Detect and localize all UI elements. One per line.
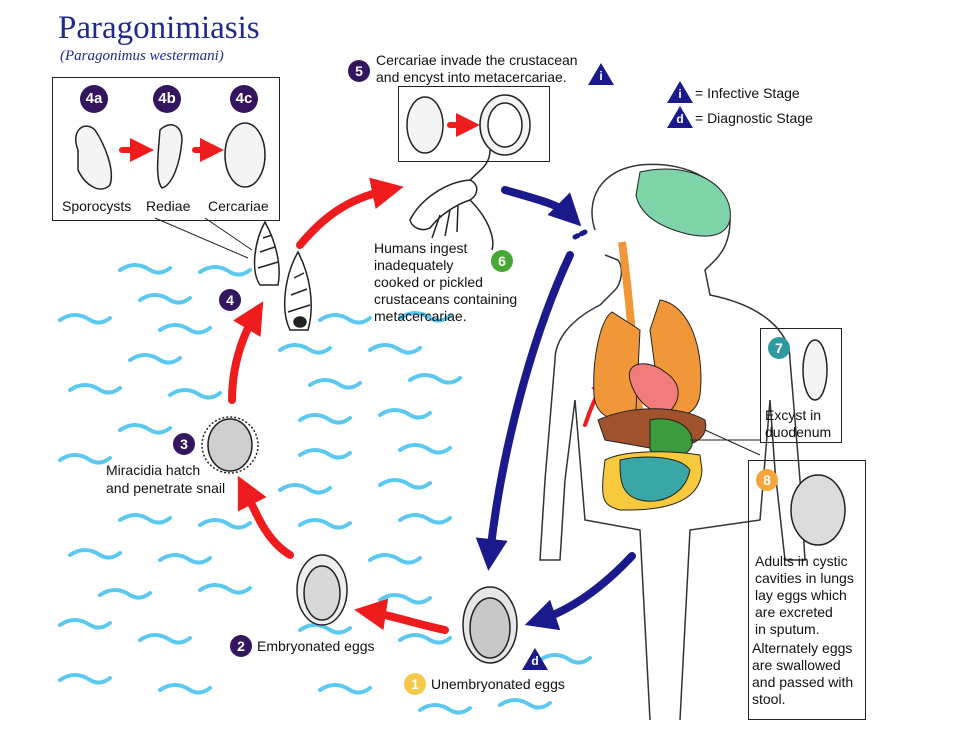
rediae-label: Rediae bbox=[146, 198, 191, 214]
stage-5-badge: 5 bbox=[348, 60, 370, 82]
stage-4b-badge: 4b bbox=[153, 85, 181, 113]
diagnostic-stage-icon-1-label: d bbox=[531, 654, 539, 668]
organs bbox=[593, 168, 731, 511]
diagnostic-stage-icon-1 bbox=[522, 648, 548, 670]
stage-8-line-3: lay eggs which bbox=[755, 587, 847, 603]
human-body bbox=[539, 163, 806, 721]
stage-7-line-1: Excyst in bbox=[765, 407, 822, 423]
stage-6-line-4: crustaceans containing bbox=[374, 291, 518, 307]
stage-7-box bbox=[760, 328, 842, 443]
stage-8-line-8: and passed with bbox=[752, 674, 854, 690]
snail-illustrations bbox=[253, 220, 312, 331]
legend-diagnostic-text: = Diagnostic Stage bbox=[695, 110, 813, 126]
stage-8-line-1: Adults in cystic bbox=[755, 553, 848, 569]
metacercariae-illustrations bbox=[406, 94, 531, 156]
infective-stage-icon-5-label: i bbox=[599, 69, 603, 83]
stage-6-line-3: cooked or pickled bbox=[374, 274, 483, 290]
stage-4c-badge: 4c bbox=[230, 85, 258, 113]
stage-6-line-1: Humans ingest bbox=[374, 240, 468, 256]
stage-3-line-2: and penetrate snail bbox=[106, 480, 226, 496]
cercariae-label: Cercariae bbox=[208, 198, 269, 214]
adult-fluke-illustrations bbox=[790, 339, 846, 546]
connector-lines bbox=[154, 217, 761, 456]
stage-2-label: Embryonated eggs bbox=[257, 638, 375, 654]
stage-4a-badge: 4a bbox=[80, 85, 108, 113]
stage-4-badge: 4 bbox=[219, 289, 241, 311]
stage-1-label: Unembryonated eggs bbox=[431, 676, 565, 692]
stage-7-line-2: duodenum bbox=[765, 424, 832, 440]
diagram-subtitle: (Paragonimus westermani) bbox=[60, 48, 224, 64]
stage-8-line-4: are excreted bbox=[755, 604, 833, 620]
arrow-stool-to-1 bbox=[524, 552, 636, 631]
stage-8-line-5: in sputum. bbox=[755, 621, 820, 637]
stage-2-badge: 2 bbox=[230, 635, 252, 657]
infective-stage-icon-5 bbox=[588, 63, 614, 85]
stage-5-line-1: Cercariae invade the crustacean bbox=[376, 52, 578, 68]
stage-6-line-2: inadequately bbox=[374, 257, 454, 273]
arrow-3-to-4 bbox=[228, 301, 264, 404]
stage-4-detail-box bbox=[52, 77, 280, 221]
stage-8-line-9: stool. bbox=[752, 691, 786, 707]
stage-5-detail-box bbox=[398, 86, 550, 162]
legend-diagnostic-icon bbox=[667, 106, 693, 128]
stage-1-badge: 1 bbox=[404, 673, 426, 695]
legend-infective-icon bbox=[667, 81, 693, 103]
water-waves bbox=[58, 263, 592, 715]
miracidium-illustration bbox=[201, 416, 259, 474]
stage-7-badge: 7 bbox=[768, 337, 790, 359]
arrow-ingestion-dash bbox=[572, 229, 588, 240]
small-intestine bbox=[619, 456, 691, 502]
stage-8-box bbox=[748, 460, 866, 720]
arrow-5-to-human bbox=[501, 186, 582, 227]
redia bbox=[156, 124, 183, 189]
stage-6-badge: 6 bbox=[491, 250, 513, 272]
arrow-4-to-5 bbox=[296, 177, 404, 249]
diagram-title: Paragonimiasis bbox=[58, 10, 260, 46]
left-lung bbox=[593, 311, 641, 419]
sporocyst bbox=[75, 125, 112, 190]
arrow-8-to-1 bbox=[475, 251, 574, 571]
stage-8-line-2: cavities in lungs bbox=[755, 570, 854, 586]
stage-5-line-2: and encyst into metacercariae. bbox=[376, 69, 567, 85]
larvae-illustrations bbox=[75, 122, 266, 190]
sporocysts-label: Sporocysts bbox=[62, 198, 132, 214]
blue-arrows bbox=[475, 186, 636, 631]
arrow-1-to-2 bbox=[354, 598, 449, 634]
stage-3-line-1: Miracidia hatch bbox=[106, 462, 201, 478]
stage-8-line-6: Alternately eggs bbox=[752, 640, 853, 656]
egg-illustrations bbox=[296, 554, 518, 664]
arrow-2-to-3 bbox=[237, 475, 294, 559]
heart bbox=[628, 363, 679, 416]
crustacean-illustration bbox=[409, 149, 494, 251]
legend-diagnostic-symbol: d bbox=[676, 112, 684, 126]
stage-3-badge: 3 bbox=[173, 433, 195, 455]
stage-8-badge: 8 bbox=[756, 469, 778, 491]
stage-8-line-7: are swallowed bbox=[752, 657, 841, 673]
brain bbox=[635, 168, 731, 237]
stage-6-line-5: metacercariae. bbox=[374, 308, 467, 324]
legend-infective-symbol: i bbox=[678, 87, 682, 101]
legend-infective-text: = Infective Stage bbox=[695, 85, 800, 101]
cercaria bbox=[224, 122, 266, 188]
